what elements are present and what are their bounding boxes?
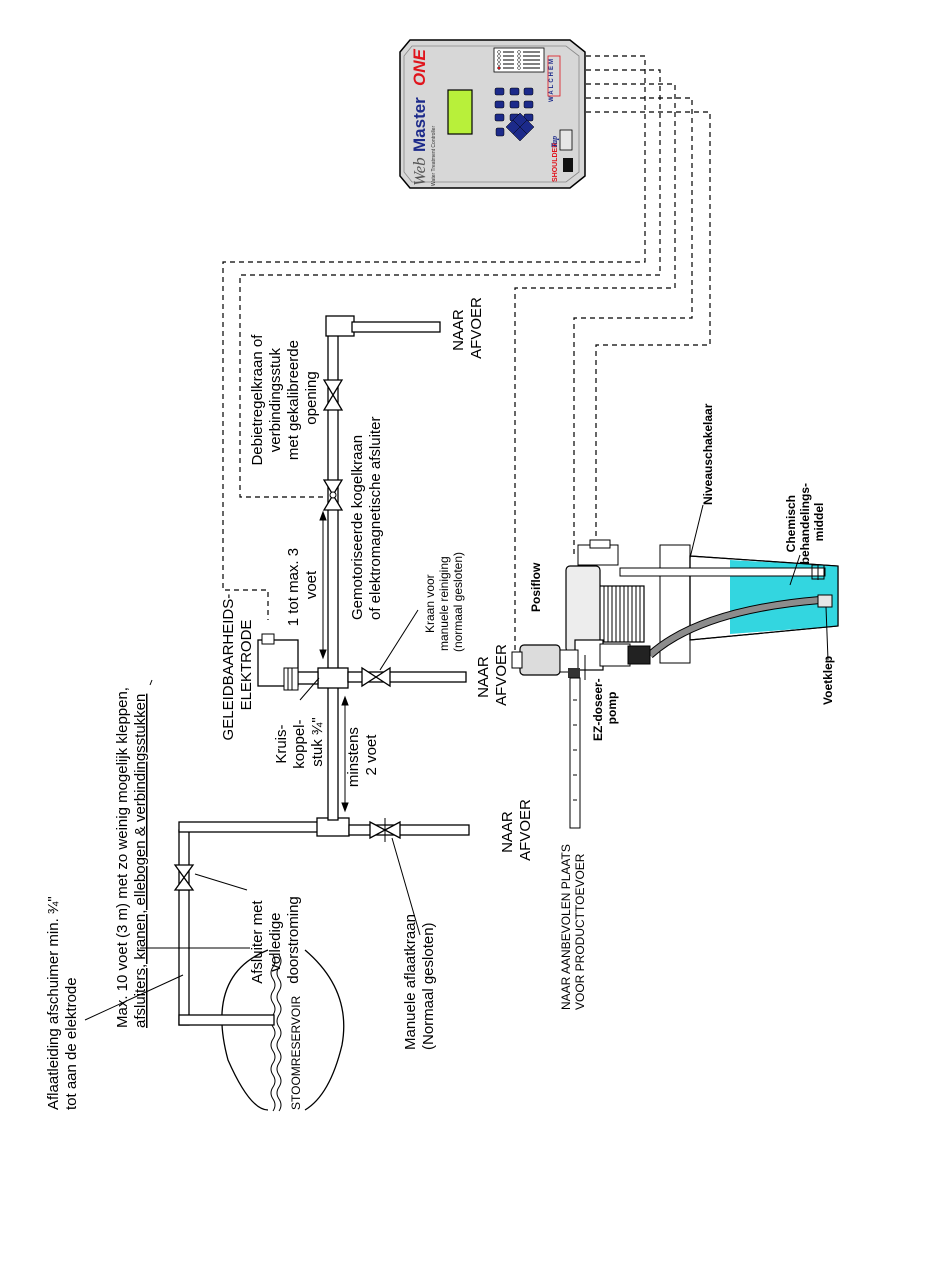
svg-text:SHOULDER: SHOULDER: [552, 143, 559, 182]
feed-point-label: NAAR AANBEVOLEN PLAATS VOOR PRODUCTTOEVO…: [559, 841, 587, 1010]
svg-text:Web: Web: [410, 157, 429, 186]
piping: [173, 315, 470, 1026]
pointer-lines: [84, 609, 421, 1021]
min-2ft-label: minstens 2 voet: [345, 723, 380, 787]
level-switch-label: Niveauschakelaar: [701, 403, 715, 505]
status-leds: [497, 50, 521, 70]
key[interactable]: [494, 113, 505, 122]
shouldertap-logo: SHOULDER Tap: [550, 136, 559, 182]
electrode-label: GELEIDBAARHEIDS- ELEKTRODE: [220, 590, 255, 741]
drain-bottom-label: NAAR AFVOER: [499, 799, 534, 861]
shouldertap-port: [563, 158, 573, 172]
controller-keypad: [494, 87, 535, 142]
posiflow: [519, 644, 561, 676]
posiflow-label: Posiflow: [529, 562, 543, 612]
drain-mid-label: NAAR AFVOER: [475, 644, 510, 706]
svg-text:Water Treatment Controller: Water Treatment Controller: [431, 126, 437, 186]
manual-drain-label: Manuele aflaatkraan (Normaal gesloten): [402, 910, 437, 1050]
key[interactable]: [494, 100, 505, 109]
reservoir-label: STOOMRESERVOIR: [289, 995, 303, 1110]
cleaning-valve-label: Kraan voor manuele reiniging (normaal ge…: [423, 552, 465, 652]
conductivity-electrode: [257, 633, 299, 691]
skimmer-label: Aflaatleiding afschuimer min. ¾" tot aan…: [45, 892, 80, 1110]
max-3ft-label: 1 tot max. 3 voet: [285, 544, 320, 627]
foot-valve: [817, 594, 833, 608]
arrow-right-key[interactable]: [519, 119, 535, 135]
ez-dosing-pump: [511, 539, 651, 829]
webmaster-controller: Web Master ONE Water Treatment Controlle…: [399, 39, 586, 189]
key[interactable]: [509, 87, 520, 96]
motor-valve-label: Gemotoriseerde kogelkraan of elektromagn…: [349, 417, 384, 620]
key[interactable]: [494, 87, 505, 96]
steam-reservoir: STOOMRESERVOIR: [221, 949, 345, 1112]
max-pipe-label: Max. 10 voet (3 m) met zo weinig mogelij…: [114, 683, 149, 1028]
key[interactable]: [523, 87, 534, 96]
key[interactable]: [495, 127, 505, 137]
flow-valve-label: Debietregelkraan of verbindingsstuk met …: [249, 330, 320, 465]
suction-tube: [647, 594, 833, 658]
text-labels: Aflaatleiding afschuimer min. ¾" tot aan…: [45, 297, 835, 1110]
cross-piece-label: Kruis- koppel- stuk ¾": [273, 715, 326, 768]
drain-top-label: NAAR AFVOER: [450, 297, 485, 359]
controller-brand: Web Master ONE Water Treatment Controlle…: [410, 49, 437, 187]
svg-text:Tap: Tap: [550, 136, 559, 148]
full-flow-valve-label: Afsluiter met volledige doorstroming: [249, 896, 302, 984]
walchem-logo: WALCHEM: [549, 57, 555, 102]
shouldertap-display: [559, 129, 573, 151]
pump-leaders: [584, 504, 829, 680]
ez-pump-label: EZ-doseer- pomp: [591, 675, 619, 741]
svg-text:WALCHEM: WALCHEM: [549, 57, 555, 102]
dimension-arrows: [319, 510, 349, 813]
foot-valve-label: Voetklep: [821, 656, 835, 705]
chemical-label: Chemisch behandelings- middel: [784, 480, 826, 565]
controller-lcd: [447, 89, 473, 135]
key[interactable]: [523, 100, 534, 109]
svg-text:ONE: ONE: [410, 49, 429, 87]
signal-cables: [222, 55, 711, 650]
svg-text:Master: Master: [410, 97, 429, 152]
key[interactable]: [509, 100, 520, 109]
